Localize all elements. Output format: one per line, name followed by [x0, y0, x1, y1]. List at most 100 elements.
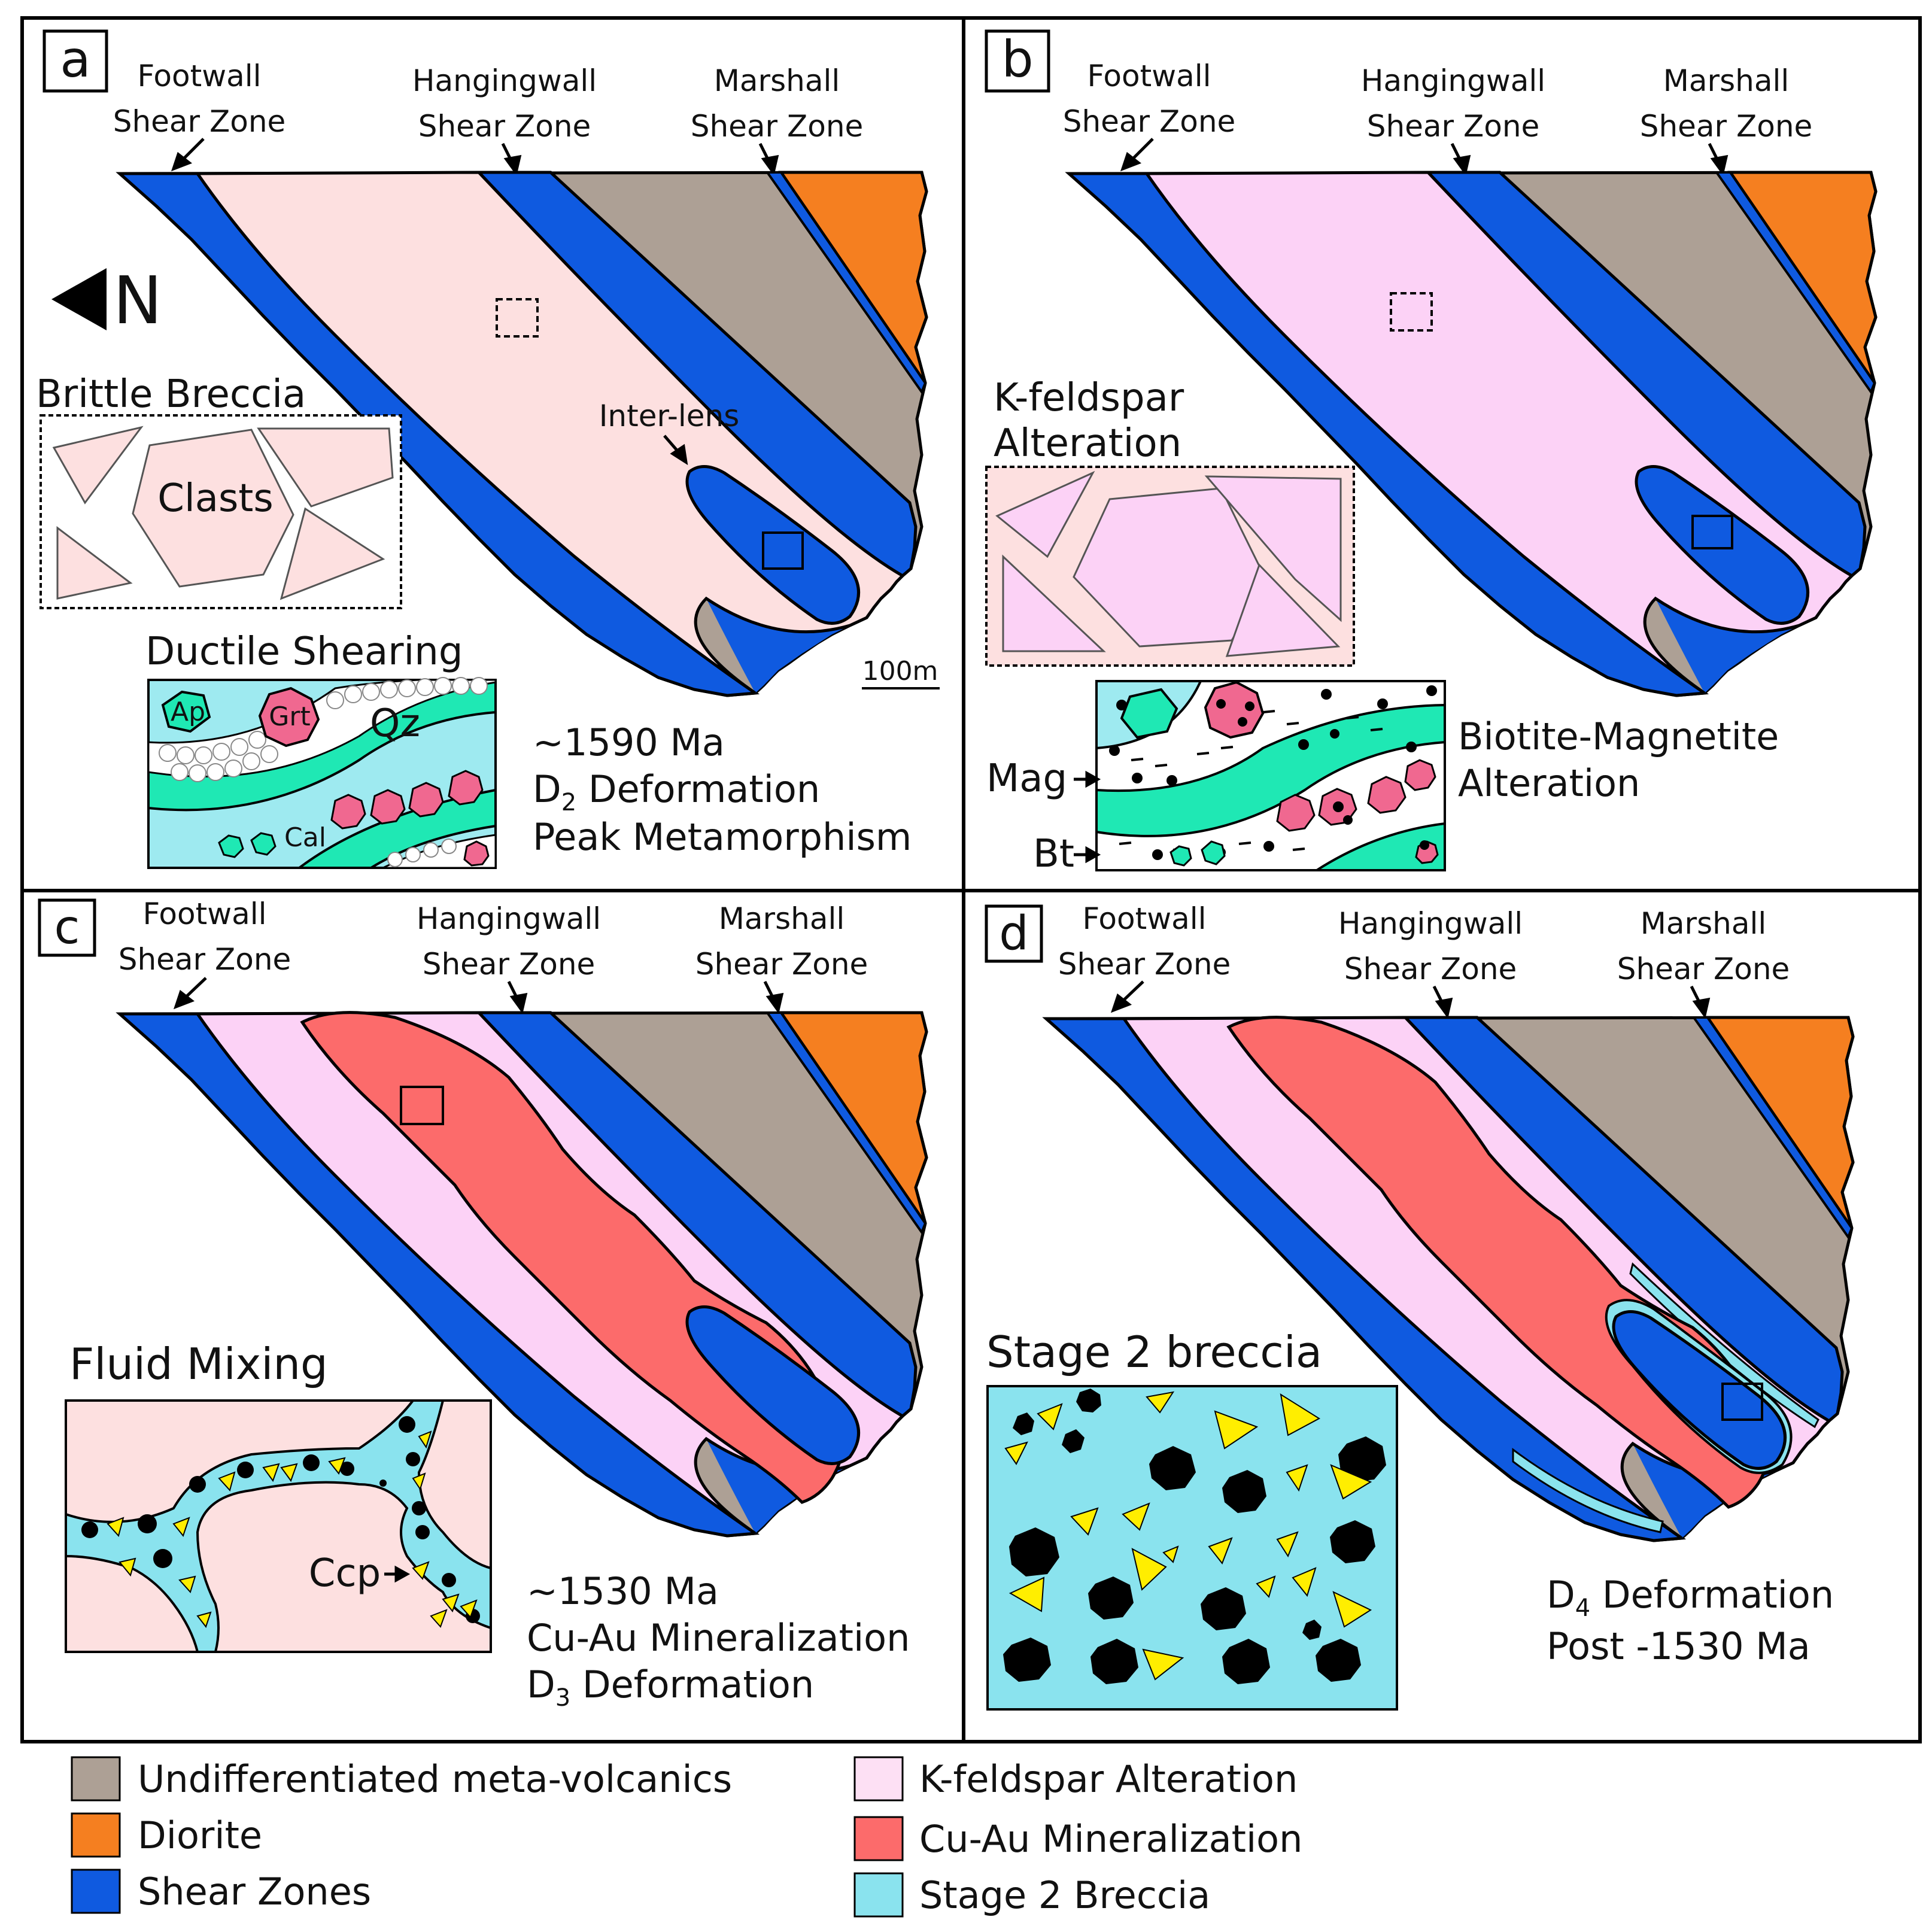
- footwall-label: Shear Zone: [113, 104, 286, 139]
- legend-swatch: [853, 1816, 904, 1861]
- marshall-label: Shear Zone: [1640, 109, 1813, 144]
- legend-item: Undifferentiated meta-volcanics: [71, 1756, 732, 1802]
- stage2-inset: [986, 1385, 1398, 1711]
- kspar-inset: [985, 466, 1355, 667]
- brittle-breccia-inset: Clasts: [40, 414, 402, 609]
- time-label: ~1530 Ma: [527, 1569, 719, 1613]
- ductile-shearing-inset: Ap Grt Qz Cal: [147, 677, 497, 869]
- ap-label: Ap: [171, 697, 205, 727]
- biotite-magnetite-label: Biotite-Magnetite: [1458, 715, 1779, 758]
- ccp-label: Ccp: [309, 1551, 381, 1596]
- qz-label: Qz: [370, 701, 420, 746]
- hangingwall-label: Shear Zone: [423, 947, 596, 982]
- footwall-label: Footwall: [142, 897, 266, 931]
- biotite-magnetite-label: Alteration: [1458, 761, 1640, 805]
- arrow-icon: [1074, 770, 1101, 864]
- marshall-label: Marshall: [1663, 63, 1790, 98]
- hangingwall-label: Hangingwall: [412, 63, 597, 98]
- deformation-label: D3 Deformation: [527, 1663, 814, 1712]
- clasts-label: Clasts: [157, 476, 273, 521]
- legend-item: Shear Zones: [71, 1869, 371, 1914]
- sample-box: [762, 531, 804, 570]
- metamorphism-label: Peak Metamorphism: [533, 815, 912, 859]
- sample-box: [1691, 515, 1733, 549]
- arrow-icon: [663, 435, 688, 466]
- legend-label: Cu-Au Mineralization: [919, 1817, 1302, 1861]
- legend: Undifferentiated meta-volcanics Diorite …: [71, 1756, 1302, 1918]
- panel-letter-box: [38, 898, 96, 957]
- legend-item: K-feldspar Alteration: [853, 1756, 1298, 1802]
- legend-swatch: [71, 1869, 121, 1914]
- scale-label: 100m: [862, 656, 938, 686]
- cu-au-label: Cu-Au Mineralization: [527, 1616, 910, 1660]
- arrows: [1120, 138, 1729, 176]
- panel-letter-box: [42, 29, 108, 93]
- grt-label: Grt: [269, 701, 310, 732]
- panel-d: d Footwall Shear Zone Hangingwall Shear …: [985, 901, 1853, 1711]
- footwall-label: Footwall: [137, 59, 261, 93]
- marshall-label: Marshall: [719, 901, 845, 936]
- fluid-mixing-title: Fluid Mixing: [69, 1339, 328, 1389]
- cal-label: Cal: [284, 822, 326, 853]
- mag-label: Mag: [986, 757, 1067, 801]
- panel-frame: [20, 16, 1922, 1743]
- legend-item: Stage 2 Breccia: [853, 1872, 1210, 1918]
- marshall-label: Marshall: [1641, 906, 1767, 941]
- bt-label: Bt: [1033, 832, 1074, 876]
- kspar-title: K-feldspar: [994, 376, 1184, 420]
- legend-label: Stage 2 Breccia: [919, 1873, 1210, 1917]
- legend-label: Undifferentiated meta-volcanics: [138, 1757, 732, 1801]
- hangingwall-label: Shear Zone: [1367, 109, 1540, 144]
- footwall-label: Shear Zone: [1058, 947, 1231, 982]
- arrows: [171, 138, 779, 176]
- marshall-label: Shear Zone: [695, 947, 868, 982]
- panel-letter: d: [999, 907, 1029, 961]
- fluid-mixing-inset: Ccp: [65, 1399, 492, 1653]
- hangingwall-label: Hangingwall: [417, 901, 601, 936]
- marshall-label: Shear Zone: [691, 109, 864, 144]
- hangingwall-label: Hangingwall: [1338, 906, 1523, 941]
- scale-bar: 100m: [862, 656, 940, 689]
- legend-swatch: [853, 1756, 904, 1802]
- hangingwall-label: Shear Zone: [418, 109, 591, 144]
- footwall-label: Footwall: [1082, 901, 1206, 936]
- marshall-label: Shear Zone: [1617, 952, 1790, 986]
- panel-letter: b: [1001, 30, 1033, 89]
- sample-box-dashed: [1390, 292, 1433, 332]
- legend-label: K-feldspar Alteration: [919, 1757, 1298, 1801]
- north-label: N: [113, 262, 162, 339]
- time-label: ~1590 Ma: [533, 721, 725, 764]
- sample-box: [1721, 1383, 1763, 1421]
- panel-b: b Footwall Shear Zone Hangingwall Shear …: [985, 29, 1876, 876]
- legend-swatch: [853, 1872, 904, 1918]
- arrows: [1110, 980, 1711, 1019]
- biotite-magnetite-inset: [1095, 680, 1446, 871]
- hangingwall-label: Hangingwall: [1361, 63, 1545, 98]
- sample-box-dashed: [496, 298, 539, 338]
- panel-letter: c: [54, 901, 80, 955]
- footwall-label: Footwall: [1087, 59, 1211, 93]
- panel-letter-box: [985, 29, 1050, 93]
- arrows: [173, 977, 784, 1014]
- legend-swatch: [71, 1756, 121, 1802]
- legend-item: Diorite: [71, 1812, 262, 1858]
- panel-letter: a: [60, 30, 90, 89]
- time-label: Post -1530 Ma: [1547, 1624, 1811, 1668]
- panel-letter-box: [985, 904, 1043, 963]
- brittle-breccia-title: Brittle Breccia: [36, 372, 306, 417]
- kspar-title: Alteration: [994, 421, 1181, 466]
- legend-swatch: [71, 1812, 121, 1858]
- legend-item: Cu-Au Mineralization: [853, 1816, 1302, 1861]
- panel-c: c Footwall Shear Zone Hangingwall Shear …: [38, 897, 926, 1712]
- panel-a: a Footwall Shear Zone Hangingwall Shear …: [36, 29, 940, 869]
- ductile-shearing-title: Ductile Shearing: [145, 630, 463, 674]
- inter-lens: [1605, 1299, 1793, 1474]
- footwall-label: Shear Zone: [1063, 104, 1236, 139]
- footwall-label: Shear Zone: [119, 942, 291, 977]
- deformation-label: D2 Deformation: [533, 767, 820, 816]
- north-arrow: N: [51, 262, 162, 339]
- deformation-label: D4 Deformation: [1547, 1573, 1834, 1622]
- legend-label: Diorite: [138, 1813, 262, 1857]
- marshall-label: Marshall: [714, 63, 840, 98]
